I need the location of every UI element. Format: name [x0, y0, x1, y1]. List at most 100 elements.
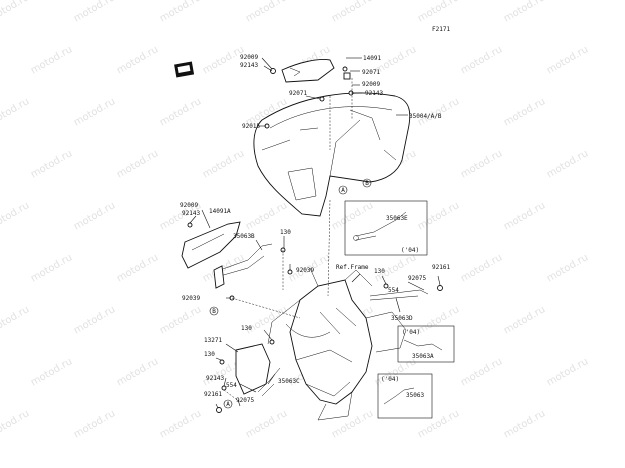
watermark-text: motod.ru — [72, 0, 117, 25]
watermark-text: motod.ru — [158, 96, 203, 128]
bracket-35063c-part — [257, 367, 281, 397]
watermark-text: motod.ru — [158, 0, 203, 25]
bracket-35063b-part — [213, 243, 273, 289]
leader-lines — [189, 57, 441, 409]
svg-text:A: A — [226, 401, 230, 408]
label-14091: 14091 — [363, 55, 381, 62]
watermark-text: motod.ru — [330, 408, 375, 440]
watermark-text: motod.ru — [459, 252, 504, 284]
watermark-text: motod.ru — [416, 304, 461, 336]
watermark-text: motod.ru — [459, 148, 504, 180]
watermark-text: motod.ru — [72, 200, 117, 232]
label-35063: 35063 — [406, 392, 424, 399]
label-130-a: 130 — [280, 229, 291, 236]
frame-reference — [267, 267, 407, 421]
watermark-text: motod.ru — [545, 44, 590, 76]
label-92075-right: 92075 — [408, 275, 426, 282]
label-92039-a: 92039 — [296, 267, 314, 274]
watermark-text: motod.ru — [29, 44, 74, 76]
side-cover-part — [181, 221, 241, 269]
watermark-text: motod.ru — [29, 356, 74, 388]
harness-35063-part — [383, 387, 415, 405]
label-130-c: 130 — [241, 325, 252, 332]
front-fender-part — [253, 92, 411, 217]
label-92161-right: 92161 — [432, 264, 450, 271]
harness-35063a-part — [403, 339, 443, 351]
label-35063d: 35063D — [391, 315, 413, 322]
label-92009-right: 92009 — [362, 81, 380, 88]
label-35063a: 35063A — [412, 353, 434, 360]
watermark-text: motod.ru — [502, 408, 547, 440]
watermark-text: motod.ru — [244, 0, 289, 25]
watermark-text: motod.ru — [72, 96, 117, 128]
watermark-text: motod.ru — [545, 148, 590, 180]
label-92071-left: 92071 — [289, 90, 307, 97]
watermark-text: motod.ru — [416, 200, 461, 232]
watermark-text: motod.ru — [29, 252, 74, 284]
label-92143-bottom: 92143 — [206, 375, 224, 382]
svg-text:B: B — [212, 308, 216, 315]
part-labels: 92009 92143 14091 92071 92009 92143 9207… — [180, 54, 450, 404]
watermark-text: motod.ru — [502, 0, 547, 25]
label-92039-b: 92039 — [182, 295, 200, 302]
kawasaki-emblem-icon — [174, 61, 195, 78]
watermark-text: motod.ru — [545, 356, 590, 388]
watermark-text: motod.ru — [115, 356, 160, 388]
label-92143-mid: 92143 — [182, 210, 200, 217]
watermark-text: motod.ru — [502, 304, 547, 336]
watermark-text: motod.ru — [502, 96, 547, 128]
watermark-text: motod.ru — [158, 304, 203, 336]
callout-a-bottom: A — [223, 399, 233, 409]
bracket-35063d-part — [369, 289, 429, 301]
label-92161-left: 92161 — [204, 391, 222, 398]
watermark-text: motod.ru — [330, 0, 375, 25]
watermark-text: motod.ru — [330, 200, 375, 232]
label-ref-frame: Ref.Frame — [336, 264, 369, 271]
watermark-text: motod.ru — [115, 44, 160, 76]
fender-cover-part — [281, 59, 335, 83]
inset-box-35063a — [397, 325, 455, 363]
watermark-text: motod.ru — [0, 200, 31, 232]
callout-b-top: B — [362, 178, 372, 188]
watermark-text: motod.ru — [201, 148, 246, 180]
label-554-right: 554 — [388, 287, 399, 294]
watermark-text: motod.ru — [72, 304, 117, 336]
watermark-text: motod.ru — [0, 96, 31, 128]
label-92143-right: 92143 — [365, 90, 383, 97]
watermark-text: motod.ru — [416, 0, 461, 25]
label-92009-top: 92009 — [240, 54, 258, 61]
watermark-text: motod.ru — [72, 408, 117, 440]
watermark-text: motod.ru — [244, 408, 289, 440]
callout-b-bottom: B — [209, 306, 219, 316]
watermark-text: motod.ru — [158, 408, 203, 440]
watermark-text: motod.ru — [115, 148, 160, 180]
watermark-text: motod.ru — [502, 200, 547, 232]
label-92015: 92015 — [242, 123, 260, 130]
label-04-b: ('04) — [381, 376, 399, 383]
label-13271: 13271 — [204, 337, 222, 344]
label-35004: 35004/A/B — [409, 113, 442, 120]
watermark-text: motod.ru — [373, 356, 418, 388]
label-35063b: 35063B — [233, 233, 255, 240]
watermark-text: motod.ru — [0, 408, 31, 440]
label-130-d: 130 — [204, 351, 215, 358]
lower-bracket-part — [235, 343, 271, 395]
label-92071-right: 92071 — [362, 69, 380, 76]
svg-text:B: B — [365, 180, 369, 187]
watermark-text: motod.ru — [459, 44, 504, 76]
label-92075-left: 92075 — [236, 397, 254, 404]
label-92009-mid: 92009 — [180, 202, 198, 209]
callout-a-top: A — [338, 185, 348, 195]
watermark-text: motod.ru — [115, 252, 160, 284]
watermark-text: motod.ru — [0, 0, 31, 25]
watermark-text: motod.ru — [29, 148, 74, 180]
watermark-text: motod.ru — [416, 408, 461, 440]
inset-box-35063 — [377, 373, 433, 419]
watermark-text: motod.ru — [244, 200, 289, 232]
reference-lines — [223, 78, 353, 403]
label-92143-top: 92143 — [240, 62, 258, 69]
watermark-text: motod.ru — [0, 304, 31, 336]
label-35063e: 35063E — [386, 215, 408, 222]
inset-box-35063e — [344, 200, 428, 256]
